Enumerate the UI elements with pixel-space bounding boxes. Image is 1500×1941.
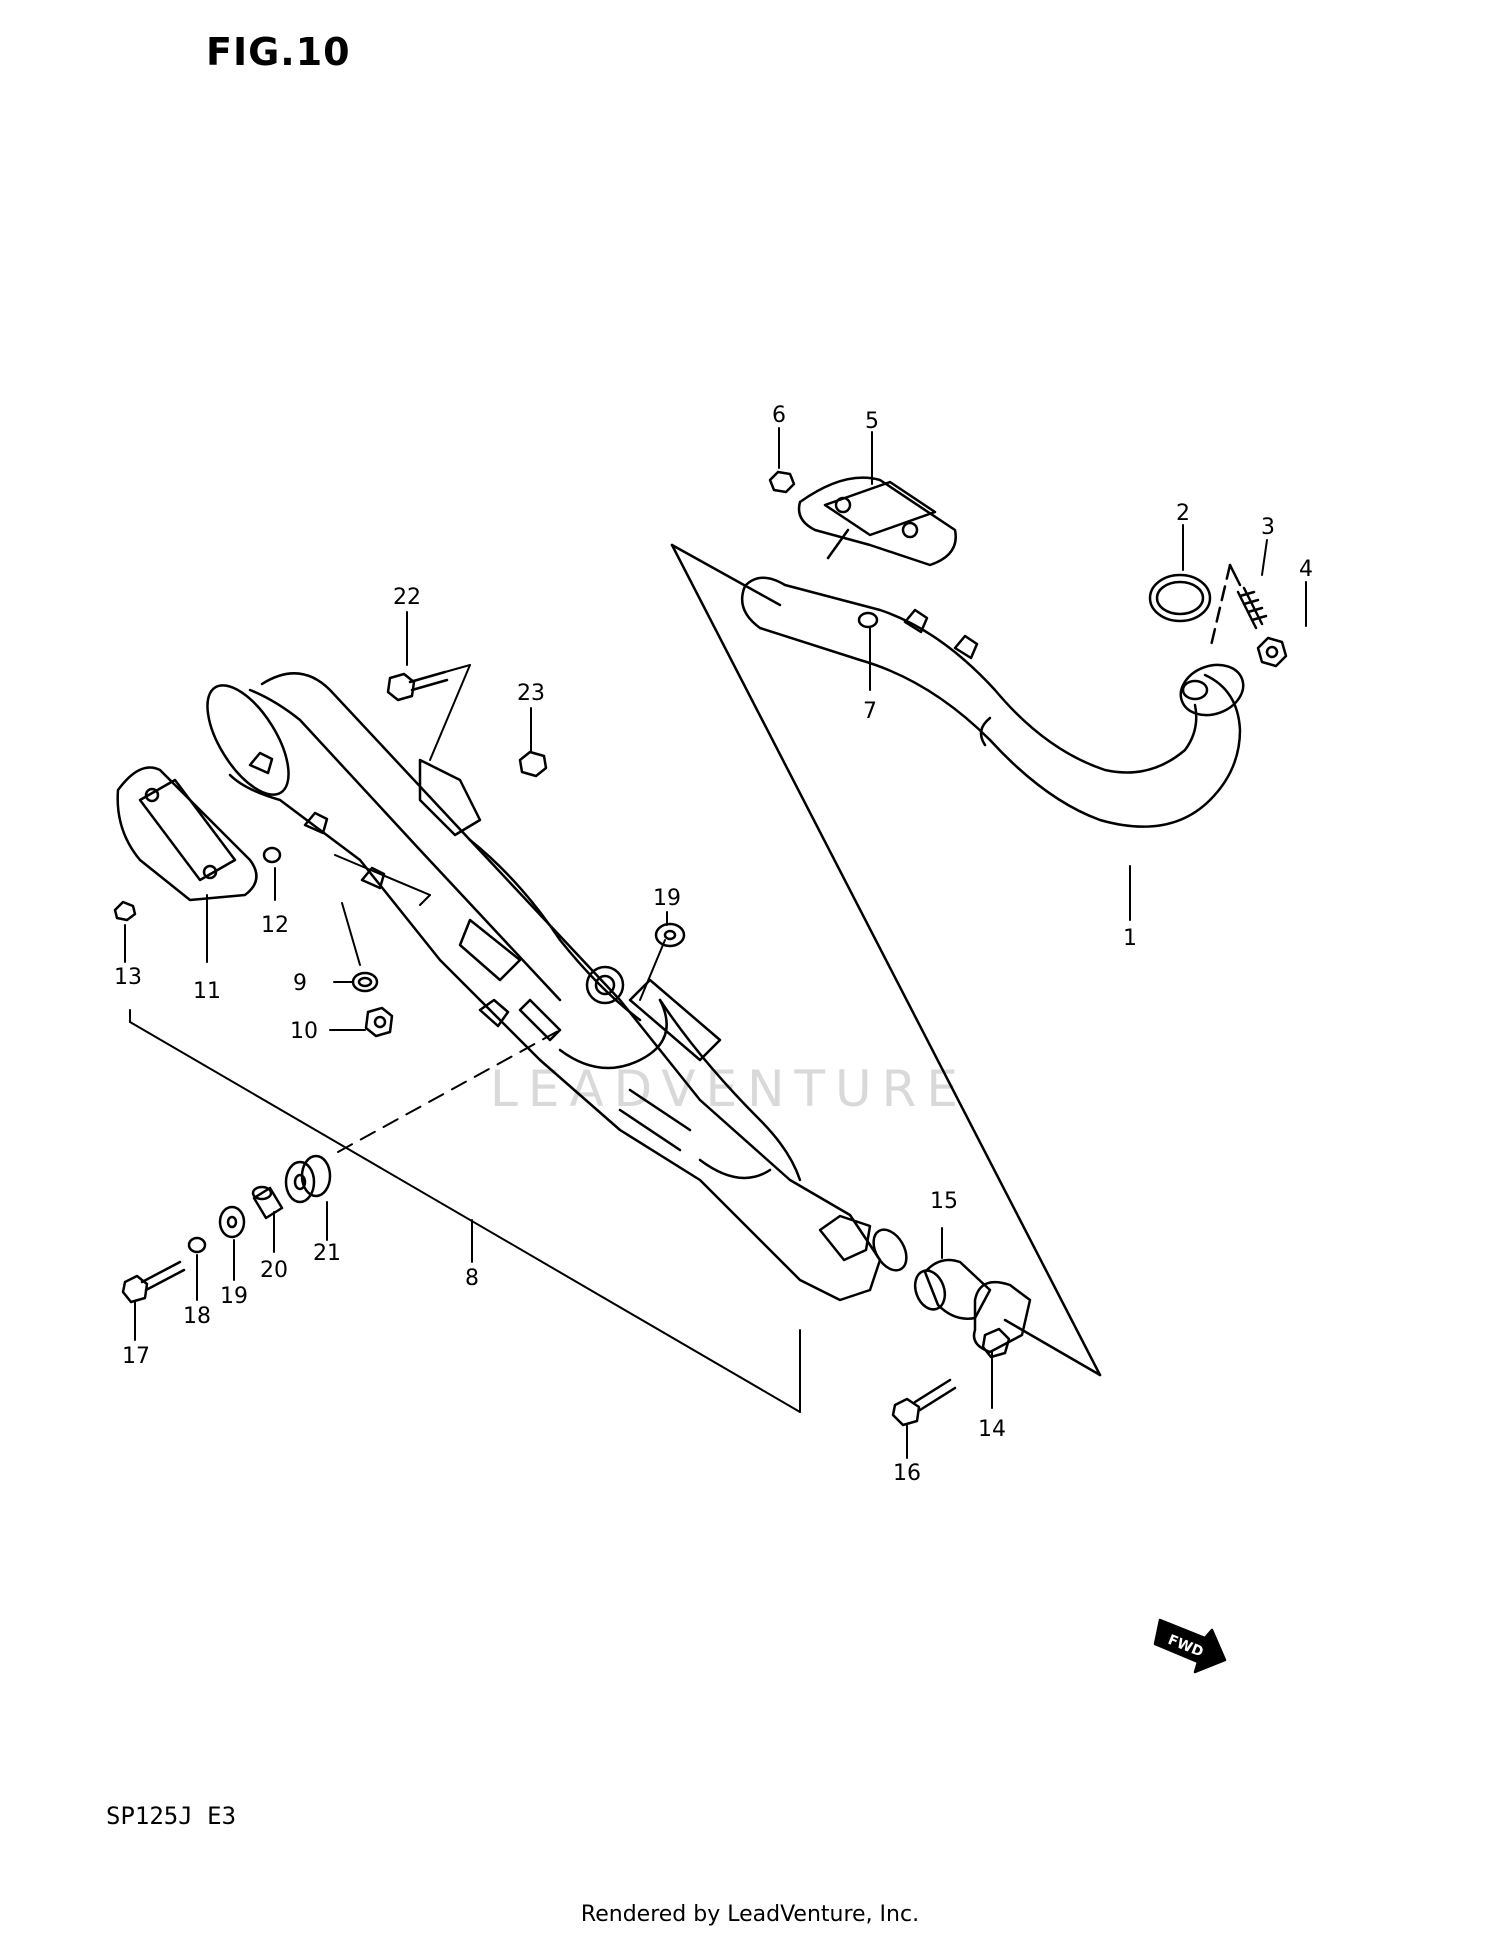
nut-small-part — [768, 470, 796, 494]
callout-14: 14 — [978, 1417, 1006, 1442]
callout-5: 5 — [865, 409, 879, 434]
callout-23: 23 — [517, 681, 545, 706]
callout-12: 12 — [261, 913, 289, 938]
callout-4: 4 — [1299, 557, 1313, 582]
callout-19a: 19 — [653, 886, 681, 911]
gasket-part — [1148, 573, 1212, 623]
render-credit: Rendered by LeadVenture, Inc. — [580, 1902, 920, 1927]
heat-shield-lower-part — [116, 766, 258, 902]
callout-9: 9 — [293, 971, 307, 996]
callout-10: 10 — [290, 1019, 318, 1044]
bolt-10-part — [364, 1006, 394, 1038]
forward-arrow-icon — [1153, 1618, 1227, 1674]
callout-3: 3 — [1261, 515, 1275, 540]
bolt-16-part — [891, 1378, 957, 1427]
callout-6: 6 — [772, 403, 786, 428]
connector-15-part — [913, 1258, 992, 1320]
washer-19a-part — [654, 922, 686, 948]
callout-19b: 19 — [220, 1284, 248, 1309]
callout-21: 21 — [313, 1241, 341, 1266]
exhaust-pipe-part — [740, 576, 1245, 828]
figure-title: FIG.10 — [206, 30, 351, 74]
callout-15: 15 — [930, 1189, 958, 1214]
callout-17: 17 — [122, 1344, 150, 1369]
stud-bolt-part — [1236, 586, 1268, 630]
watermark-text: LEADVENTURE — [490, 1060, 968, 1118]
washer-9-part — [351, 971, 379, 993]
callout-11: 11 — [193, 979, 221, 1004]
bolt-small-part — [113, 900, 137, 922]
callout-7: 7 — [863, 699, 877, 724]
model-code: SP125J E3 — [106, 1802, 237, 1830]
callout-16: 16 — [893, 1461, 921, 1486]
nut-23-part — [518, 750, 548, 778]
callout-20: 20 — [260, 1258, 288, 1283]
nut-part — [1256, 636, 1288, 668]
collar-20-part — [251, 1185, 284, 1220]
callout-8: 8 — [465, 1266, 479, 1291]
muffler-part — [206, 672, 908, 1302]
grommet-21-part — [284, 1154, 332, 1204]
callout-2: 2 — [1176, 501, 1190, 526]
callout-1: 1 — [1123, 926, 1137, 951]
washer-18-part — [187, 1236, 207, 1254]
washer-part — [857, 611, 879, 629]
washer-19b-part — [218, 1205, 246, 1239]
bolt-22-part — [386, 670, 449, 702]
bolt-17-part — [121, 1260, 186, 1304]
washer-12-part — [262, 846, 282, 864]
heat-shield-upper-part — [797, 476, 957, 567]
clamp-14-part — [972, 1280, 1032, 1359]
callout-22: 22 — [393, 585, 421, 610]
callout-13: 13 — [114, 965, 142, 990]
callout-18: 18 — [183, 1304, 211, 1329]
